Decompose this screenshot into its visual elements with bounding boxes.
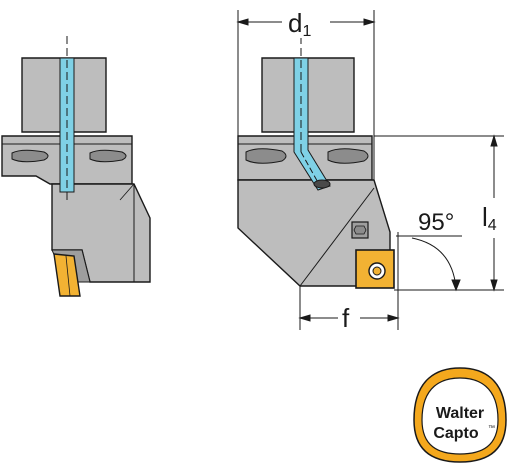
side-insert [53,253,81,297]
logo-trademark: ™ [488,425,495,432]
label-l4: l4 [482,202,497,234]
dimension-l4 [374,134,504,292]
logo-line2: Capto [433,425,479,442]
front-coolant-channel [293,57,331,191]
label-f: f [342,303,350,333]
clamp-screw [351,221,369,239]
label-d1: d1 [288,8,311,40]
walter-capto-logo: Walter Capto ™ [413,367,507,463]
front-slot-right [327,148,369,164]
label-angle: 95° [418,209,454,236]
side-view-holder [1,36,151,297]
dimension-angle [396,235,462,292]
side-slot-right [89,149,127,163]
side-slot-left [11,149,49,163]
dimension-f [298,232,400,330]
front-insert [355,249,395,289]
front-slot-left [245,148,287,164]
front-view-holder [237,36,395,289]
logo-line1: Walter [436,405,484,422]
